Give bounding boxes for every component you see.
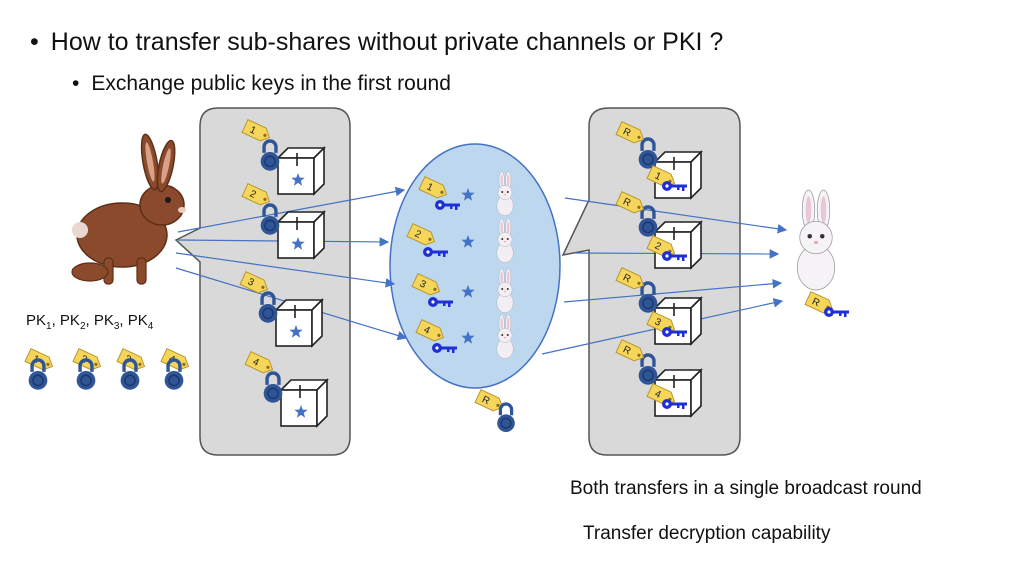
key-icon bbox=[662, 181, 687, 191]
label-tag: 3 bbox=[411, 272, 441, 296]
lock-icon bbox=[28, 358, 48, 390]
lock-icon bbox=[258, 291, 278, 323]
star-icon bbox=[461, 235, 475, 248]
subtitle: Exchange public keys in the first round bbox=[91, 72, 451, 95]
tag-label: 3 bbox=[418, 279, 428, 292]
star-icon bbox=[461, 331, 475, 344]
star-icon bbox=[291, 173, 305, 186]
bullet-dot: • bbox=[72, 72, 80, 95]
tag-label: 4 bbox=[653, 389, 663, 402]
broadcast-channel bbox=[389, 143, 561, 389]
title-bullet: • How to transfer sub-shares without priv… bbox=[30, 28, 723, 57]
star-icon bbox=[291, 237, 305, 250]
lock-icon bbox=[263, 371, 283, 403]
box-icon bbox=[276, 210, 326, 260]
tag-label: 1 bbox=[425, 182, 435, 195]
tag-label: 1 bbox=[248, 125, 258, 138]
label-tag: R bbox=[474, 388, 504, 412]
key-icon bbox=[824, 307, 849, 317]
public-keys-label: PK1, PK2, PK3, PK4 bbox=[26, 312, 154, 332]
box-icon bbox=[274, 298, 324, 348]
tag-label: 4 bbox=[251, 357, 261, 370]
lock-icon bbox=[497, 402, 515, 432]
label-tag: R bbox=[615, 338, 645, 362]
arrow bbox=[564, 197, 788, 234]
lock-icon bbox=[260, 139, 280, 171]
star-icon bbox=[461, 285, 475, 298]
tag-label: 3 bbox=[246, 277, 256, 290]
subtitle-bullet: • Exchange public keys in the first round bbox=[72, 72, 451, 96]
tag-label: R bbox=[621, 272, 632, 285]
key-icon bbox=[435, 200, 460, 210]
arrow bbox=[175, 252, 396, 288]
tag-label: R bbox=[621, 196, 632, 209]
tag-label: R bbox=[621, 344, 632, 357]
bunny-icon bbox=[496, 268, 514, 313]
tag-label: R bbox=[621, 126, 632, 139]
box-icon bbox=[276, 146, 326, 196]
box-icon bbox=[653, 150, 703, 200]
label-tag: 3 bbox=[239, 270, 269, 294]
lock-icon bbox=[638, 137, 658, 169]
label-tag: R bbox=[615, 266, 645, 290]
box-icon bbox=[653, 220, 703, 270]
key-icon bbox=[428, 297, 453, 307]
key-icon bbox=[423, 247, 448, 257]
label-tag: 2 bbox=[406, 222, 436, 246]
key-icon bbox=[432, 343, 457, 353]
lock-icon bbox=[638, 205, 658, 237]
tag-label: 4 bbox=[422, 325, 432, 338]
right-panel bbox=[561, 107, 741, 456]
lock-icon bbox=[76, 358, 96, 390]
key-icon bbox=[662, 251, 687, 261]
star-icon bbox=[289, 325, 303, 338]
page-title: How to transfer sub-shares without priva… bbox=[50, 28, 724, 56]
tag-label: 3 bbox=[653, 317, 663, 330]
lock-icon bbox=[260, 203, 280, 235]
tag-label: 2 bbox=[248, 189, 258, 202]
tag-label: 1 bbox=[653, 171, 663, 184]
key-icon bbox=[662, 399, 687, 409]
lock-icon bbox=[638, 281, 658, 313]
bullet-dot: • bbox=[30, 28, 39, 56]
label-tag: R bbox=[615, 120, 645, 144]
decryption-note: Transfer decryption capability bbox=[583, 523, 831, 544]
label-tag: 4 bbox=[415, 318, 445, 342]
lock-icon bbox=[120, 358, 140, 390]
star-icon bbox=[294, 405, 308, 418]
tag-label: 2 bbox=[413, 229, 423, 242]
arrow bbox=[563, 278, 783, 303]
arrow bbox=[177, 186, 406, 233]
sender-rabbit bbox=[71, 133, 186, 285]
bunny-icon bbox=[496, 171, 514, 216]
receiver-bunny bbox=[796, 189, 836, 291]
tag-label: R bbox=[480, 394, 491, 407]
key-icon bbox=[662, 327, 687, 337]
bunny-icon bbox=[496, 218, 514, 263]
tag-label: R bbox=[810, 296, 821, 309]
lock-icon bbox=[638, 353, 658, 385]
broadcast-note: Both transfers in a single broadcast rou… bbox=[570, 478, 922, 499]
label-tag: 1 bbox=[418, 175, 448, 199]
label-tag: 2 bbox=[241, 182, 271, 206]
label-tag: R bbox=[615, 190, 645, 214]
lock-icon bbox=[164, 358, 184, 390]
label-tag: 4 bbox=[244, 350, 274, 374]
box-icon bbox=[279, 378, 329, 428]
bunny-icon bbox=[496, 314, 514, 359]
tag-label: 2 bbox=[653, 241, 663, 254]
label-tag: 1 bbox=[241, 118, 271, 142]
star-icon bbox=[461, 188, 475, 201]
